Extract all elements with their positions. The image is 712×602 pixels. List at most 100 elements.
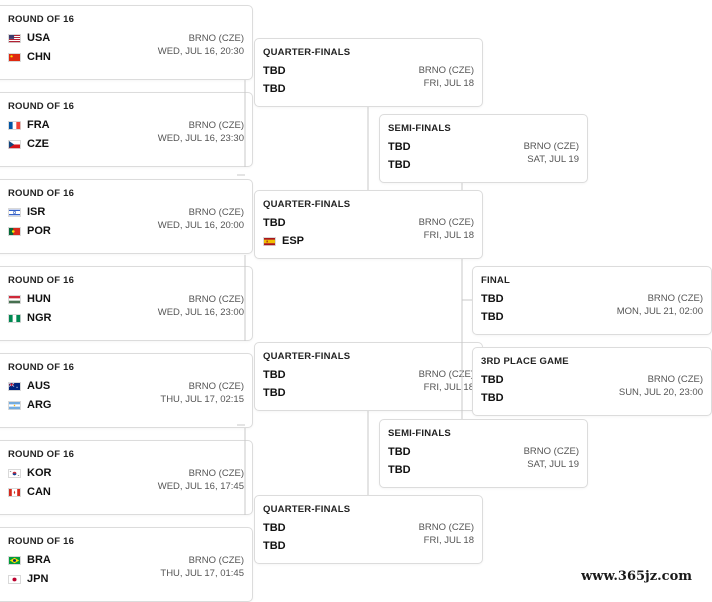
venue-text: BRNO (CZE)	[619, 373, 703, 386]
venue-text: BRNO (CZE)	[419, 216, 474, 229]
team-name: HUN	[27, 293, 51, 305]
team-row[interactable]: KOR	[8, 467, 51, 479]
team-name: TBD	[263, 369, 286, 381]
team-row[interactable]: TBD	[388, 446, 411, 458]
team-name: CAN	[27, 486, 51, 498]
team-row[interactable]: TBD	[263, 65, 286, 77]
team-row[interactable]: BRA	[8, 554, 51, 566]
stage-label: ROUND OF 16	[8, 101, 74, 112]
match-venue-datetime: BRNO (CZE)WED, JUL 16, 23:00	[158, 293, 244, 319]
venue-text: BRNO (CZE)	[160, 380, 244, 393]
team-row[interactable]: TBD	[388, 141, 411, 153]
usa-flag-icon	[8, 34, 21, 43]
datetime-text: WED, JUL 16, 17:45	[158, 480, 244, 493]
stage-label: ROUND OF 16	[8, 449, 74, 460]
stage-label: FINAL	[481, 275, 510, 286]
team-row[interactable]: USA	[8, 32, 50, 44]
datetime-text: THU, JUL 17, 02:15	[160, 393, 244, 406]
team-name: ARG	[27, 399, 51, 411]
stage-label: QUARTER-FINALS	[263, 47, 350, 58]
jpn-flag-icon	[8, 575, 21, 584]
team-row[interactable]: AUS	[8, 380, 50, 392]
stage-label: ROUND OF 16	[8, 362, 74, 373]
datetime-text: THU, JUL 17, 01:45	[160, 567, 244, 580]
match-venue-datetime: BRNO (CZE)WED, JUL 16, 17:45	[158, 467, 244, 493]
team-name: TBD	[263, 387, 286, 399]
venue-text: BRNO (CZE)	[419, 368, 474, 381]
stage-label: QUARTER-FINALS	[263, 199, 350, 210]
team-name: TBD	[263, 540, 286, 552]
arg-flag-icon	[8, 401, 21, 410]
team-row[interactable]: FRA	[8, 119, 50, 131]
venue-text: BRNO (CZE)	[524, 445, 579, 458]
stage-label: ROUND OF 16	[8, 275, 74, 286]
team-row[interactable]: TBD	[263, 522, 286, 534]
venue-text: BRNO (CZE)	[158, 32, 244, 45]
team-row[interactable]: NGR	[8, 312, 51, 324]
team-name: TBD	[263, 83, 286, 95]
team-name: FRA	[27, 119, 50, 131]
team-row[interactable]: TBD	[481, 374, 504, 386]
team-name: CHN	[27, 51, 51, 63]
team-row[interactable]: POR	[8, 225, 51, 237]
datetime-text: WED, JUL 16, 20:00	[158, 219, 244, 232]
match-venue-datetime: BRNO (CZE)SAT, JUL 19	[524, 140, 579, 166]
match-card-semi-finals-12[interactable]: SEMI-FINALS TBD TBD BRNO (CZE)SAT, JUL 19	[379, 419, 588, 488]
match-card-round-of-16-4[interactable]: ROUND OF 16 AUS ARG BRNO (CZE)THU, JUL 17, …	[0, 353, 253, 428]
team-row[interactable]: HUN	[8, 293, 51, 305]
stage-label: ROUND OF 16	[8, 188, 74, 199]
team-row[interactable]: CZE	[8, 138, 49, 150]
stage-label: ROUND OF 16	[8, 536, 74, 547]
team-row[interactable]: TBD	[263, 83, 286, 95]
team-row[interactable]: TBD	[263, 217, 286, 229]
match-venue-datetime: BRNO (CZE)FRI, JUL 18	[419, 368, 474, 394]
stage-label: SEMI-FINALS	[388, 123, 451, 134]
stage-label: SEMI-FINALS	[388, 428, 451, 439]
datetime-text: SAT, JUL 19	[524, 153, 579, 166]
match-card-round-of-16-3[interactable]: ROUND OF 16 HUN NGR BRNO (CZE)WED, JUL 16, …	[0, 266, 253, 341]
venue-text: BRNO (CZE)	[158, 293, 244, 306]
team-row[interactable]: ARG	[8, 399, 51, 411]
datetime-text: SAT, JUL 19	[524, 458, 579, 471]
datetime-text: FRI, JUL 18	[419, 534, 474, 547]
team-row[interactable]: TBD	[263, 369, 286, 381]
team-name: TBD	[388, 464, 411, 476]
team-row[interactable]: JPN	[8, 573, 48, 585]
watermark-text: www.365jz.com	[581, 569, 692, 584]
datetime-text: WED, JUL 16, 20:30	[158, 45, 244, 58]
datetime-text: WED, JUL 16, 23:30	[158, 132, 244, 145]
team-row[interactable]: CAN	[8, 486, 51, 498]
venue-text: BRNO (CZE)	[419, 64, 474, 77]
team-row[interactable]: TBD	[388, 464, 411, 476]
team-row[interactable]: TBD	[388, 159, 411, 171]
team-name: TBD	[481, 311, 504, 323]
bra-flag-icon	[8, 556, 21, 565]
team-row[interactable]: TBD	[481, 293, 504, 305]
team-row[interactable]: ESP	[263, 235, 304, 247]
match-card-semi-finals-11[interactable]: SEMI-FINALS TBD TBD BRNO (CZE)SAT, JUL 19	[379, 114, 588, 183]
match-venue-datetime: BRNO (CZE)THU, JUL 17, 02:15	[160, 380, 244, 406]
team-name: TBD	[388, 141, 411, 153]
team-row[interactable]: TBD	[263, 387, 286, 399]
match-card-round-of-16-5[interactable]: ROUND OF 16 KOR CAN BRNO (CZE)WED, JUL 16, …	[0, 440, 253, 515]
team-row[interactable]: TBD	[481, 392, 504, 404]
hun-flag-icon	[8, 295, 21, 304]
team-row[interactable]: TBD	[263, 540, 286, 552]
isr-flag-icon	[8, 208, 21, 217]
datetime-text: WED, JUL 16, 23:00	[158, 306, 244, 319]
team-row[interactable]: TBD	[481, 311, 504, 323]
team-name: ISR	[27, 206, 45, 218]
team-row[interactable]: ISR	[8, 206, 45, 218]
team-row[interactable]: CHN	[8, 51, 51, 63]
